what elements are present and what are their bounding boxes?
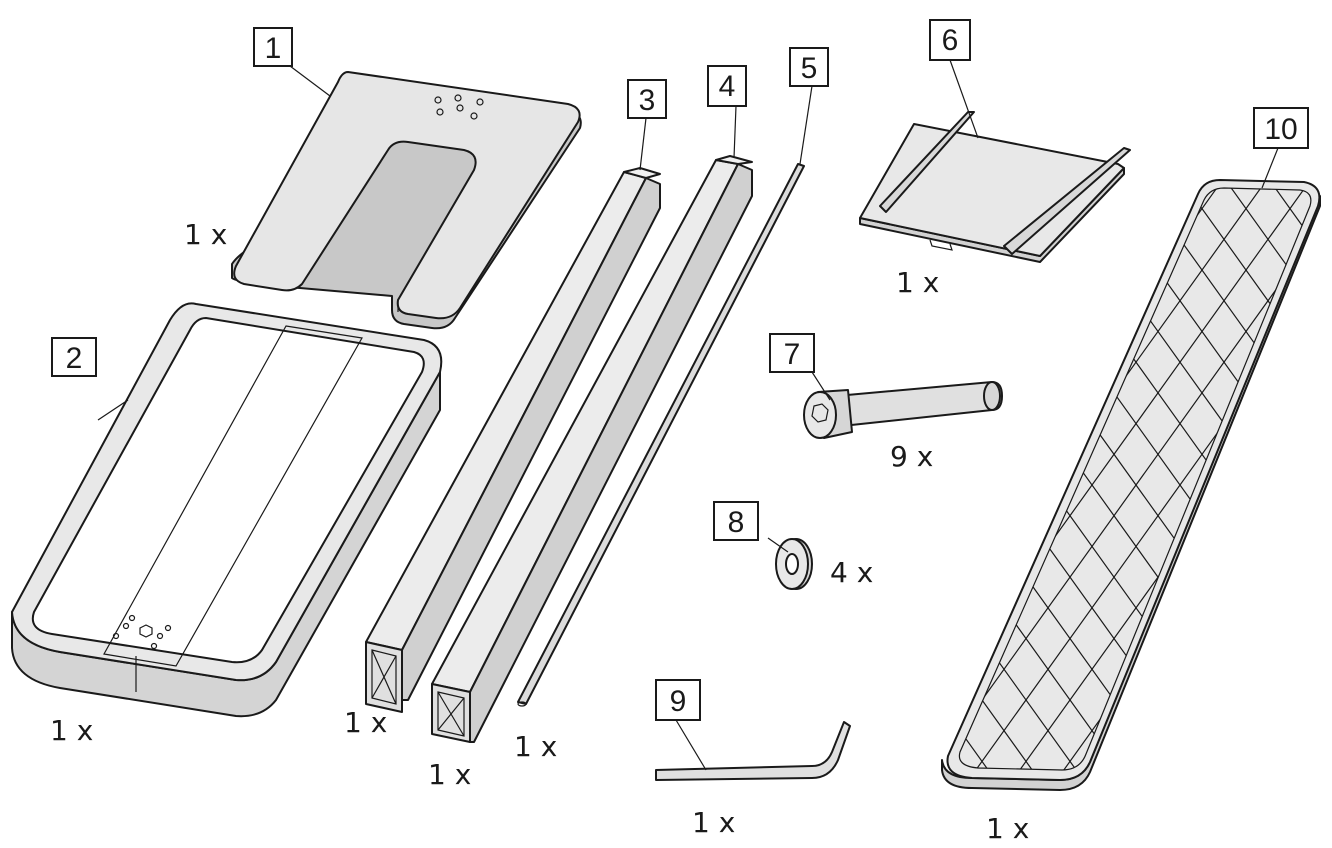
quantity-part-8: 4 x [830, 556, 873, 589]
quantity-part-1: 1 x [184, 218, 227, 251]
callout-5: 5 [790, 48, 828, 86]
callout-4: 4 [708, 66, 746, 106]
quantity-part-5: 1 x [514, 730, 557, 763]
callout-number: 8 [728, 506, 745, 539]
quantity-part-6: 1 x [896, 266, 939, 299]
callout-7: 7 [770, 334, 814, 372]
quantity-part-3: 1 x [344, 706, 387, 739]
callout-number: 2 [66, 342, 83, 375]
callout-number: 7 [784, 338, 801, 371]
callout-1: 1 [254, 28, 292, 66]
part-9-hex-key [656, 722, 850, 780]
callout-number: 6 [942, 24, 959, 57]
part-7-screw [804, 382, 1002, 438]
part-1-base-plate [232, 72, 581, 328]
callout-2: 2 [52, 338, 96, 376]
part-8-washer [776, 539, 812, 589]
callout-number: 3 [639, 84, 656, 117]
callout-8: 8 [714, 502, 758, 540]
quantity-part-9: 1 x [692, 806, 735, 839]
callout-number: 10 [1264, 113, 1297, 146]
callout-9: 9 [656, 680, 700, 720]
quantity-part-4: 1 x [428, 758, 471, 791]
callout-6: 6 [930, 20, 970, 60]
callout-10: 10 [1254, 108, 1308, 148]
callout-3: 3 [628, 80, 666, 118]
quantity-part-7: 9 x [890, 440, 933, 473]
quantity-part-2: 1 x [50, 714, 93, 747]
quantity-part-10: 1 x [986, 812, 1029, 845]
callout-number: 5 [801, 52, 818, 85]
callout-number: 4 [719, 70, 736, 103]
callout-number: 1 [265, 32, 282, 65]
callout-number: 9 [670, 685, 687, 718]
part-5-rod [518, 164, 804, 706]
part-6-tray [860, 112, 1130, 262]
